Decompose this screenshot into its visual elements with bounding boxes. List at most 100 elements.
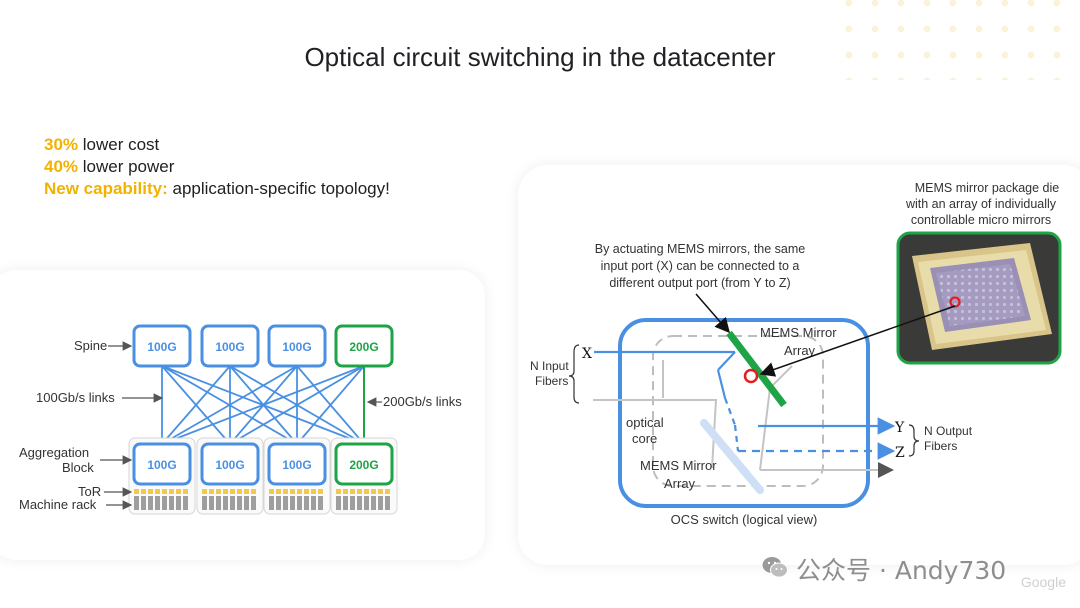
machine-rack xyxy=(276,496,281,510)
tor-switch xyxy=(385,489,390,494)
machine-rack xyxy=(183,496,188,510)
tor-switch xyxy=(304,489,309,494)
machine-rack xyxy=(378,496,383,510)
benefit-item: New capability: application-specific top… xyxy=(44,178,390,200)
tor-switch xyxy=(216,489,221,494)
tor-switch xyxy=(148,489,153,494)
tor-switch xyxy=(155,489,160,494)
links-100g-label: 100Gb/s links xyxy=(36,390,115,405)
spine-block: 100G xyxy=(267,324,327,368)
machine-rack xyxy=(311,496,316,510)
tor-switch xyxy=(134,489,139,494)
machine-rack xyxy=(251,496,256,510)
mirror-array-top-label-line2: Array xyxy=(784,343,816,358)
machine-rack xyxy=(357,496,362,510)
machine-rack xyxy=(290,496,295,510)
ocs-caption: OCS switch (logical view) xyxy=(671,512,818,527)
tor-switch xyxy=(283,489,288,494)
tor-switch xyxy=(343,489,348,494)
spine-aggregation-links xyxy=(161,365,365,445)
machine-rack xyxy=(169,496,174,510)
actuation-note-line1: By actuating MEMS mirrors, the same xyxy=(595,242,806,256)
aggregation-block-label: 100G xyxy=(282,458,311,472)
machine-rack xyxy=(336,496,341,510)
machine-rack xyxy=(202,496,207,510)
watermark-label: 公众号 · Andy730 xyxy=(796,556,1007,585)
tor-switch xyxy=(276,489,281,494)
tor-switch xyxy=(176,489,181,494)
input-fibers-label: N Input xyxy=(530,359,569,373)
machine-rack xyxy=(216,496,221,510)
tor-switch xyxy=(202,489,207,494)
tor-switch xyxy=(269,489,274,494)
output-fibers-label-line2: Fibers xyxy=(924,439,957,453)
package-to-mirror-arrow xyxy=(759,305,956,377)
tor-switch xyxy=(183,489,188,494)
machine-rack xyxy=(230,496,235,510)
optical-core-label: optical xyxy=(626,415,664,430)
mirror-array-top-label: MEMS Mirror xyxy=(760,325,837,340)
tor-switch xyxy=(371,489,376,494)
active-fiber-path xyxy=(594,350,896,460)
machine-rack xyxy=(155,496,160,510)
tor-switch xyxy=(237,489,242,494)
port-z-label: Z xyxy=(895,445,905,461)
tor-switch xyxy=(244,489,249,494)
benefit-text: lower cost xyxy=(78,135,160,154)
rack-label: Machine rack xyxy=(19,497,97,512)
tor-switch xyxy=(223,489,228,494)
output-bracket xyxy=(908,424,920,457)
output-fibers-label: N Output xyxy=(924,424,973,438)
package-note-line2: with an array of individually xyxy=(905,197,1057,211)
machine-rack xyxy=(223,496,228,510)
benefit-highlight: New capability: xyxy=(44,179,168,198)
machine-rack xyxy=(269,496,274,510)
decorative-dot-pattern xyxy=(830,0,1080,80)
spine-block-200g: 200G xyxy=(334,324,394,368)
spine-block: 100G xyxy=(132,324,192,368)
spine-label: Spine xyxy=(74,338,107,353)
benefit-text: lower power xyxy=(78,157,175,176)
optical-core-label-line2: core xyxy=(632,431,657,446)
machine-rack xyxy=(283,496,288,510)
wechat-icon xyxy=(762,557,788,578)
aggregation-block-200g: 200G xyxy=(334,442,394,486)
selected-mirror-marker xyxy=(743,368,759,384)
mems-mirror-array-bottom xyxy=(700,419,764,494)
machine-rack xyxy=(209,496,214,510)
slide-title: Optical circuit switching in the datacen… xyxy=(304,42,776,72)
tor-switch xyxy=(162,489,167,494)
package-note-line3: controllable micro mirrors xyxy=(911,213,1051,227)
mirror-array-bottom-label-line2: Array xyxy=(664,476,696,491)
benefit-text: application-specific topology! xyxy=(167,179,390,198)
package-note-line1: MEMS mirror package die xyxy=(915,181,1060,195)
mirror-array-bottom-label: MEMS Mirror xyxy=(640,458,717,473)
aggregation-label: Aggregation xyxy=(19,445,89,460)
tor-switch xyxy=(290,489,295,494)
tor-switch xyxy=(209,489,214,494)
tor-switch xyxy=(141,489,146,494)
machine-rack xyxy=(318,496,323,510)
machine-rack xyxy=(343,496,348,510)
machine-rack xyxy=(162,496,167,510)
benefit-item: 40% lower power xyxy=(44,156,390,178)
machine-rack xyxy=(148,496,153,510)
aggregation-block: 100G xyxy=(132,442,192,486)
actuation-note-line2: input port (X) can be connected to a xyxy=(601,259,800,273)
machine-rack xyxy=(304,496,309,510)
tor-switch xyxy=(251,489,256,494)
tor-switch xyxy=(357,489,362,494)
aggregation-block: 100G xyxy=(267,442,327,486)
actuation-note-arrow xyxy=(695,293,730,334)
aggregation-label-line2: Block xyxy=(62,460,94,475)
tor-switch xyxy=(336,489,341,494)
machine-rack xyxy=(244,496,249,510)
ocs-diagram: X Y Z N Input Fibers N Output Fibers MEM… xyxy=(530,181,1062,527)
tor-switch xyxy=(169,489,174,494)
machine-rack xyxy=(297,496,302,510)
machine-rack xyxy=(385,496,390,510)
tor-switch xyxy=(311,489,316,494)
tor-switch xyxy=(230,489,235,494)
tor-switch xyxy=(364,489,369,494)
